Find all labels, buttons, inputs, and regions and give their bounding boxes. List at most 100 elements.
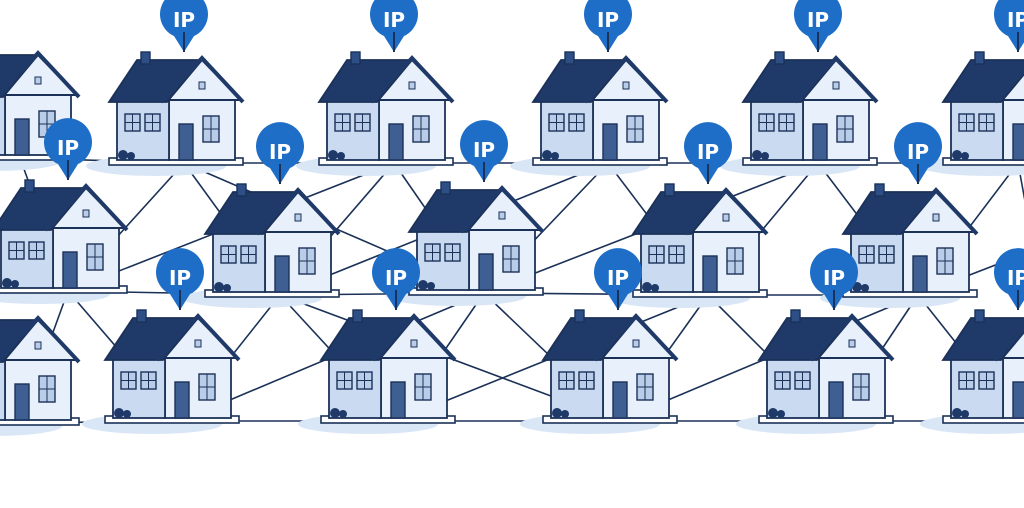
pin-marker-icon bbox=[256, 122, 304, 184]
house-vent bbox=[622, 81, 630, 90]
house-chimney bbox=[24, 179, 35, 193]
house-roof-edge bbox=[155, 313, 241, 362]
house-window bbox=[668, 245, 685, 264]
pin-label: IP bbox=[383, 8, 405, 32]
pin-label: IP bbox=[823, 266, 845, 290]
ip-pin-r2-d: IP bbox=[684, 122, 732, 184]
house-door bbox=[14, 383, 30, 421]
house-window bbox=[444, 243, 461, 262]
pin-label: IP bbox=[907, 140, 929, 164]
house-door bbox=[274, 255, 290, 293]
house-door bbox=[1012, 123, 1024, 161]
house-r3-b bbox=[82, 309, 241, 434]
house-chimney bbox=[236, 183, 247, 197]
house-window bbox=[336, 371, 353, 390]
bush bbox=[214, 282, 224, 292]
house-chimney bbox=[974, 51, 985, 65]
house-wall-side bbox=[0, 357, 6, 421]
bush bbox=[328, 150, 338, 160]
bush bbox=[551, 152, 559, 160]
pin-label: IP bbox=[57, 136, 79, 160]
ip-pin-r1-c: IP bbox=[370, 0, 418, 52]
house-vent bbox=[410, 339, 418, 348]
house-window bbox=[852, 373, 870, 401]
house-window bbox=[220, 245, 237, 264]
ip-pin-r1-e: IP bbox=[794, 0, 842, 52]
bush bbox=[123, 410, 131, 418]
bush bbox=[777, 410, 785, 418]
house-chimney bbox=[774, 51, 785, 65]
house-window bbox=[758, 113, 775, 132]
house-roof-edge bbox=[255, 187, 341, 236]
house-vent bbox=[198, 81, 206, 90]
bush bbox=[561, 410, 569, 418]
house-r3-c bbox=[298, 309, 457, 434]
house-roof-edge bbox=[371, 313, 457, 362]
pin-marker-icon bbox=[372, 248, 420, 310]
pin-label: IP bbox=[597, 8, 619, 32]
house-wall-side bbox=[0, 92, 6, 156]
house-window bbox=[548, 113, 565, 132]
house-r1-f bbox=[920, 51, 1024, 176]
house-window bbox=[202, 115, 220, 143]
house-chimney bbox=[352, 309, 363, 323]
pin-label: IP bbox=[1007, 266, 1024, 290]
house-window bbox=[778, 113, 795, 132]
house-door bbox=[912, 255, 928, 293]
house-door bbox=[478, 253, 494, 291]
house-window bbox=[794, 371, 811, 390]
bush bbox=[339, 410, 347, 418]
house-window bbox=[648, 245, 665, 264]
house-window bbox=[726, 247, 744, 275]
bush bbox=[542, 150, 552, 160]
house-vent bbox=[832, 81, 840, 90]
house-roof-edge bbox=[683, 187, 769, 236]
bush bbox=[761, 152, 769, 160]
house-window bbox=[958, 113, 975, 132]
house-roof-edge bbox=[369, 55, 455, 104]
house-window bbox=[858, 245, 875, 264]
house-r2-d bbox=[610, 183, 769, 308]
house-door bbox=[812, 123, 828, 161]
house-r1-b bbox=[86, 51, 245, 176]
house-roof-edge bbox=[893, 187, 979, 236]
pin-marker-icon bbox=[370, 0, 418, 52]
network-link bbox=[1017, 162, 1024, 201]
ip-pin-r1-b: IP bbox=[160, 0, 208, 52]
pin-label: IP bbox=[473, 138, 495, 162]
house-chimney bbox=[664, 183, 675, 197]
house-window bbox=[978, 371, 995, 390]
house-chimney bbox=[574, 309, 585, 323]
pin-label: IP bbox=[607, 266, 629, 290]
ip-pin-r1-d: IP bbox=[584, 0, 632, 52]
ip-pin-r1-f: IP bbox=[994, 0, 1024, 52]
bush bbox=[330, 408, 340, 418]
house-window bbox=[626, 115, 644, 143]
house-window bbox=[198, 373, 216, 401]
pin-marker-icon bbox=[584, 0, 632, 52]
bush bbox=[223, 284, 231, 292]
house-door bbox=[828, 381, 844, 419]
ip-pin-r3-e: IP bbox=[809, 248, 858, 310]
bush bbox=[114, 408, 124, 418]
ip-pin-r2-a: IP bbox=[44, 118, 93, 180]
house-vent bbox=[194, 339, 202, 348]
house-window bbox=[878, 245, 895, 264]
house-door bbox=[62, 251, 78, 289]
house-roof-edge bbox=[593, 313, 679, 362]
house-r1-d bbox=[510, 51, 669, 176]
house-window bbox=[774, 371, 791, 390]
bush bbox=[11, 280, 19, 288]
house-chimney bbox=[440, 181, 451, 195]
pin-marker-icon bbox=[460, 120, 509, 182]
house-window bbox=[978, 113, 995, 132]
pin-label: IP bbox=[269, 140, 291, 164]
house-roof-edge bbox=[793, 55, 879, 104]
bush bbox=[752, 150, 762, 160]
pin-label: IP bbox=[173, 8, 195, 32]
bush bbox=[552, 408, 562, 418]
house-window bbox=[38, 375, 56, 403]
house-door bbox=[178, 123, 194, 161]
ip-pin-r2-e: IP bbox=[893, 122, 942, 184]
